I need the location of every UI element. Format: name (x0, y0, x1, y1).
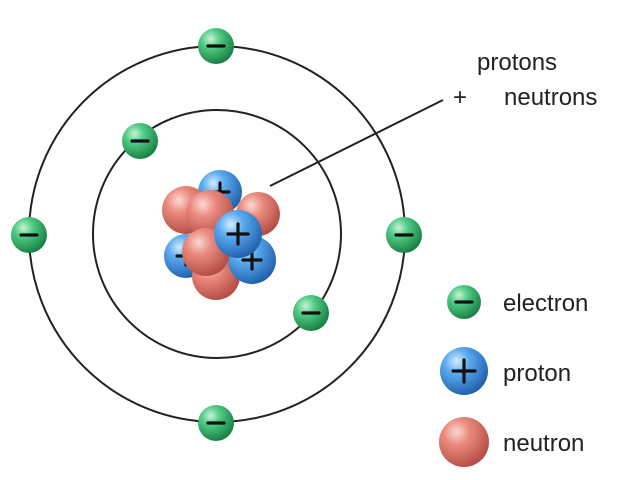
callout-plus-sign: + (453, 84, 467, 111)
callout-neutrons-label: neutrons (504, 84, 597, 111)
electron-outer-left (11, 217, 47, 253)
electron-outer-bottom (198, 405, 234, 441)
legend-proton-icon (440, 347, 488, 395)
inner-orbit (92, 109, 342, 359)
electron-outer-right (386, 217, 422, 253)
electron-inner-upper-left (122, 123, 158, 159)
legend: electron proton neutron (439, 285, 588, 467)
callout-leader-line (269, 99, 444, 187)
legend-proton-label: proton (503, 360, 571, 387)
legend-electron-label: electron (503, 290, 588, 317)
legend-neutron-icon (439, 417, 489, 467)
legend-electron-icon (447, 285, 481, 319)
electron-inner-lower-right (293, 295, 329, 331)
legend-neutron-label: neutron (503, 430, 584, 457)
electron-outer-top (198, 28, 234, 64)
callout-protons-label: protons (477, 49, 557, 76)
nucleus (162, 170, 280, 300)
nucleus-proton (214, 210, 262, 258)
